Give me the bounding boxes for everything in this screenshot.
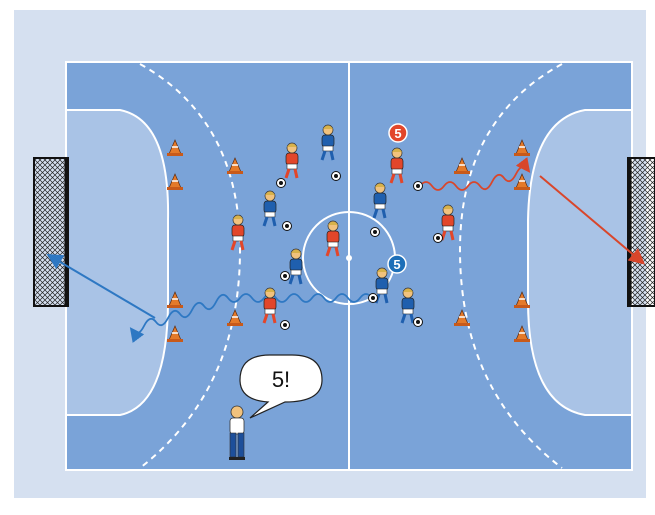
center-spot: [346, 255, 352, 261]
right-goal-area: [528, 110, 632, 415]
right-goal-icon: [628, 158, 655, 306]
red-badge-label: 5: [394, 126, 401, 141]
ball-icon: [332, 172, 341, 181]
red-number-badge: 5: [389, 124, 407, 142]
ball-icon: [414, 182, 423, 191]
ball-icon: [281, 272, 290, 281]
ball-icon: [371, 228, 380, 237]
ball-icon: [277, 179, 286, 188]
ball-icon: [283, 222, 292, 231]
ball-icon: [281, 321, 290, 330]
ball-icon: [369, 294, 378, 303]
ball-icon: [434, 234, 443, 243]
left-goal-icon: [34, 158, 68, 306]
left-goal-area: [66, 110, 168, 415]
blue-number-badge: 5: [388, 255, 406, 273]
coach-call: 5!: [272, 367, 290, 392]
blue-badge-label: 5: [393, 257, 400, 272]
ball-icon: [414, 318, 423, 327]
